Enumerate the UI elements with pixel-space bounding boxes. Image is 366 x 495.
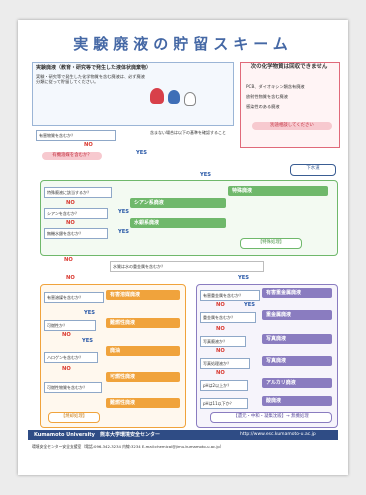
right-cat-5: アルカリ廃液 <box>262 378 332 388</box>
flask-icon-white <box>184 92 196 106</box>
right-question-2: 重金属を含むか？ <box>200 312 256 323</box>
footer-university: Kumamoto University <box>34 432 95 438</box>
footer-bar <box>28 430 338 440</box>
no-label-9: NO <box>216 326 225 332</box>
no-label-3: NO <box>66 220 75 226</box>
left-cat-3: 廃油 <box>106 346 180 356</box>
warning-note: 別途相談してください <box>252 122 332 130</box>
left-cat-1: 有害溶媒廃液 <box>106 290 180 300</box>
no-label-6: NO <box>62 332 71 338</box>
yes-label-7: YES <box>82 338 94 344</box>
left-question-4: 可燃性物質を含むか？ <box>44 382 102 393</box>
right-cat-1: 有害重金属廃液 <box>262 288 332 298</box>
left-cat-4: 可燃性廃液 <box>106 372 180 382</box>
yes-label-6: YES <box>84 310 96 316</box>
left-question-2: 可燃性か？ <box>44 320 96 331</box>
yes-label-4: YES <box>118 229 130 235</box>
category-special: 特殊廃液 <box>228 186 328 196</box>
no-label-1: NO <box>84 142 93 148</box>
warning-item-3: 感染性のある廃液 <box>246 104 280 109</box>
warning-box <box>240 62 340 148</box>
left-question-3: ハロゲンを含むか？ <box>44 352 98 363</box>
right-question-5: pHは2以上か？ <box>200 380 248 391</box>
flask-icon-blue <box>168 90 180 104</box>
question-hazardous: 有害物質を含むか？ <box>36 130 116 141</box>
yes-label-1: YES <box>136 150 148 156</box>
category-cyanide: シアン系廃液 <box>130 198 226 208</box>
yes-label-8: YES <box>244 302 256 308</box>
yes-label-5: YES <box>238 275 250 281</box>
intro-box <box>32 62 234 126</box>
right-cat-4: 写真廃液 <box>262 356 332 366</box>
left-cat-5: 難燃性廃液 <box>106 398 180 408</box>
question-special: 特殊廃液に該当するか？ <box>44 187 112 198</box>
warning-item-1: PCB、ダイオキシン類含有廃液 <box>246 84 305 89</box>
left-question-1: 有害溶媒を含むか？ <box>44 292 104 303</box>
category-mercury: 水銀系廃液 <box>130 218 226 228</box>
yes-label-3: YES <box>118 209 130 215</box>
flask-icon-red <box>150 88 164 104</box>
right-footer: 【還元・中和・凝集沈殿】→ 無機処理 <box>210 412 332 423</box>
label-organic: 有機溶媒を含むか？ <box>42 152 102 160</box>
question-heavy-metal: 水質は水の重金属を含むか？ <box>110 261 264 272</box>
intro-heading: 実験廃液（教育・研究等で発生した液体状廃棄物） <box>36 65 152 71</box>
no-label-4: NO <box>64 257 73 263</box>
side-note: 含まない場合は以下の基準を確認すること <box>150 130 226 135</box>
question-cyanide: シアンを含むか？ <box>44 208 108 219</box>
question-mercury: 無機水銀を含むか？ <box>44 228 108 239</box>
intro-body: 実験・研究等で発生した化学物質を含む廃液は、必ず廃液分類に従って貯留してください… <box>36 74 145 85</box>
no-label-5: NO <box>66 275 75 281</box>
page-title: 実験廃液の貯留スキーム <box>73 35 293 53</box>
right-question-4: 写真処理液か？ <box>200 358 250 369</box>
warning-title: 次の化学物質は回収できません <box>250 64 328 70</box>
no-label-2: NO <box>66 200 75 206</box>
footer-url[interactable]: http://www.esc.kumamoto-u.ac.jp <box>240 432 316 437</box>
sewer-box: 下水道 <box>290 164 336 176</box>
right-cat-6: 酸廃液 <box>262 396 332 406</box>
no-label-11: NO <box>216 370 225 376</box>
no-label-10: NO <box>216 348 225 354</box>
yes-label-2: YES <box>200 172 212 178</box>
right-question-1: 有害重金属を含むか？ <box>200 290 260 301</box>
green-footer: 【特殊処理】 <box>240 238 302 249</box>
right-cat-2: 重金属廃液 <box>262 310 332 320</box>
footer-contact: 環境安全センター安全支援室（電話:096-342-3234 内線:3234 E-… <box>32 444 224 449</box>
footer-center: 熊本大学環境安全センター <box>100 432 161 438</box>
warning-item-2: 放射性物質を含む廃液 <box>246 94 288 99</box>
right-question-6: pHは11以下か？ <box>200 398 248 409</box>
right-cat-3: 写真廃液 <box>262 334 332 344</box>
no-label-8: NO <box>216 302 225 308</box>
left-cat-2: 難燃性廃液 <box>106 318 180 328</box>
left-footer: 【焼却処理】 <box>48 412 100 423</box>
right-question-3: 写真廃液か？ <box>200 336 246 347</box>
no-label-7: NO <box>62 366 71 372</box>
